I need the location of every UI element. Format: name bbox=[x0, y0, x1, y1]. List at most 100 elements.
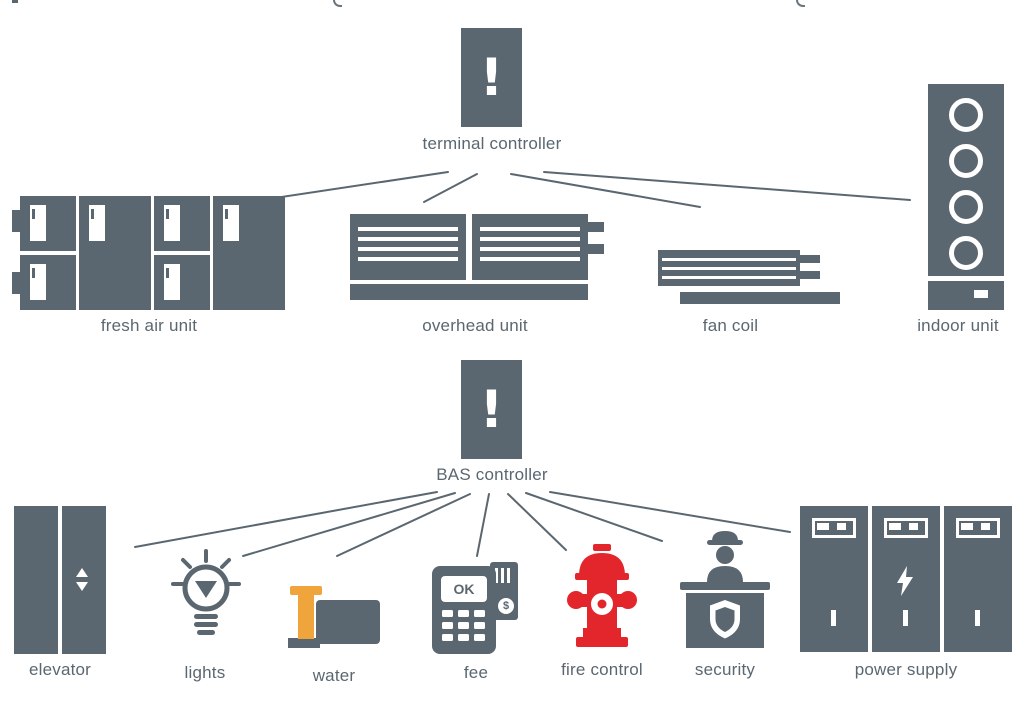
side-tab bbox=[12, 210, 20, 232]
desk-counter bbox=[680, 582, 770, 590]
unit-box bbox=[20, 255, 76, 310]
fan-ring bbox=[949, 144, 983, 178]
door bbox=[223, 205, 239, 241]
keypad-key bbox=[474, 622, 485, 629]
louver-line bbox=[358, 257, 458, 261]
louver-line bbox=[358, 237, 458, 241]
up-arrow-icon bbox=[76, 568, 88, 577]
louver-line bbox=[480, 247, 580, 251]
meter-bar bbox=[889, 523, 901, 530]
meter-window bbox=[956, 518, 1000, 538]
power-cabinet bbox=[944, 506, 1012, 652]
louver-line bbox=[358, 247, 458, 251]
terminal-controller-label: terminal controller bbox=[422, 134, 562, 153]
alert-mark: ! bbox=[479, 47, 504, 108]
dollar-badge: $ bbox=[498, 598, 514, 614]
pipe-tab bbox=[800, 271, 820, 279]
pipe-tab bbox=[800, 255, 820, 263]
keypad-key bbox=[442, 622, 453, 629]
indoor-unit-label: indoor unit bbox=[917, 316, 999, 335]
meter-bar bbox=[837, 523, 846, 530]
elevator-icon bbox=[14, 506, 106, 654]
louver-line bbox=[662, 276, 796, 279]
keypad-key bbox=[474, 634, 485, 641]
cropped-text-fragment bbox=[796, 0, 805, 7]
cropped-text-fragment bbox=[333, 0, 342, 7]
card-stripe bbox=[507, 568, 510, 583]
louver-line bbox=[662, 267, 796, 270]
display-window bbox=[974, 290, 988, 298]
fan-ring bbox=[949, 98, 983, 132]
handle-slot bbox=[831, 610, 836, 626]
pipe bbox=[298, 595, 314, 639]
lights-label: lights bbox=[184, 663, 226, 682]
meter-bar bbox=[981, 523, 990, 530]
door bbox=[89, 205, 105, 241]
door-gap bbox=[58, 506, 62, 654]
pipe-cap bbox=[290, 586, 322, 595]
door bbox=[164, 205, 180, 241]
unit-base bbox=[680, 292, 840, 304]
card-stripe bbox=[495, 568, 498, 583]
light-bulb-icon bbox=[171, 549, 241, 635]
door bbox=[164, 264, 180, 300]
louver-line bbox=[358, 227, 458, 231]
side-tab bbox=[12, 272, 20, 294]
unit-box bbox=[154, 255, 210, 310]
unit-base bbox=[350, 284, 588, 300]
unit-box bbox=[20, 196, 76, 251]
fan-ring bbox=[949, 236, 983, 270]
bas-controller-label: BAS controller bbox=[436, 465, 548, 484]
pump-body bbox=[316, 600, 380, 644]
keypad-key bbox=[474, 610, 485, 617]
water-pump-icon bbox=[286, 586, 382, 648]
fan-coil-icon bbox=[658, 250, 840, 304]
louver-line bbox=[480, 257, 580, 261]
louver-line bbox=[480, 237, 580, 241]
water-label: water bbox=[312, 666, 356, 685]
louver-line bbox=[662, 258, 796, 261]
keypad-key bbox=[458, 610, 469, 617]
panel-gap bbox=[928, 276, 1004, 281]
pipe-tab bbox=[588, 222, 604, 232]
overhead-unit-label: overhead unit bbox=[422, 316, 528, 335]
door bbox=[30, 264, 46, 300]
fee-label: fee bbox=[463, 663, 489, 682]
pump-foot bbox=[288, 638, 320, 648]
keypad-key bbox=[442, 610, 453, 617]
overhead-unit-icon bbox=[350, 214, 606, 306]
fan-ring bbox=[949, 190, 983, 224]
cropped-text-fragment bbox=[12, 0, 18, 3]
guard-torso bbox=[707, 566, 743, 582]
power-supply-icon bbox=[800, 506, 1012, 652]
down-arrow-icon bbox=[76, 582, 88, 591]
power-supply-label: power supply bbox=[854, 660, 958, 679]
fire-control-label: fire control bbox=[561, 660, 643, 679]
terminal-screen: OK bbox=[441, 576, 487, 602]
indoor-unit-icon bbox=[928, 84, 1004, 310]
bas-controller-icon: ! bbox=[461, 360, 522, 459]
top-connectors bbox=[234, 171, 911, 208]
guard-head bbox=[716, 546, 734, 564]
meter-bar bbox=[909, 523, 918, 530]
handle-slot bbox=[975, 610, 980, 626]
guard-cap bbox=[712, 531, 738, 541]
terminal-controller-icon: ! bbox=[461, 28, 522, 127]
door bbox=[30, 205, 46, 241]
meter-bar bbox=[817, 523, 829, 530]
fire-hydrant-icon bbox=[566, 544, 638, 650]
security-label: security bbox=[694, 660, 756, 679]
louver-line bbox=[480, 227, 580, 231]
bottom-connectors bbox=[134, 491, 791, 557]
security-guard-icon bbox=[678, 528, 772, 652]
keypad-key bbox=[442, 634, 453, 641]
alert-mark: ! bbox=[479, 379, 504, 440]
meter-window bbox=[812, 518, 856, 538]
keypad-key bbox=[458, 622, 469, 629]
fresh-air-unit-icon bbox=[12, 196, 288, 310]
lights-icon bbox=[168, 548, 244, 640]
unit-box bbox=[154, 196, 210, 251]
pipe-tab bbox=[588, 244, 604, 254]
handle-slot bbox=[903, 610, 908, 626]
